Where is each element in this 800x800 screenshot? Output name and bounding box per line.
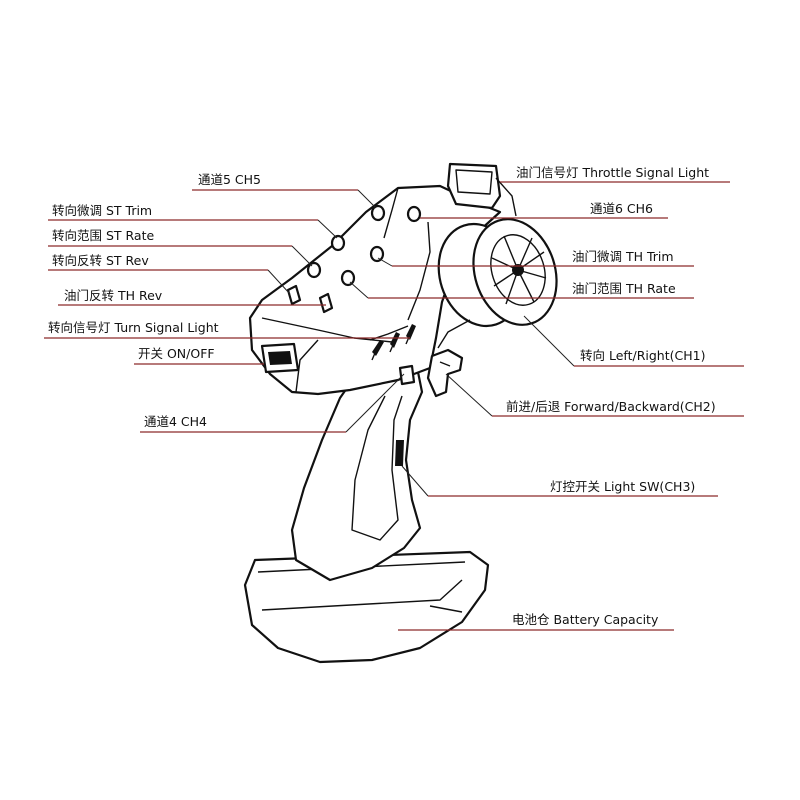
label-th-rev: 油门反转 TH Rev — [64, 288, 163, 303]
label-st-rate: 转向范围 ST Rate — [52, 228, 154, 243]
label-st-trim: 转向微调 ST Trim — [52, 203, 152, 218]
pointer-th-rate — [349, 281, 369, 299]
pointer-st-trim — [317, 219, 338, 239]
ch5-knob — [370, 204, 386, 222]
top-knobs — [286, 204, 422, 314]
label-throttle: 前进/后退 Forward/Backward(CH2) — [506, 399, 716, 414]
label-light-sw: 灯控开关 Light SW(CH3) — [550, 479, 695, 494]
pointer-ch5 — [357, 189, 377, 209]
label-throttle-signal: 油门信号灯 Throttle Signal Light — [516, 165, 709, 180]
pointer-th-trim — [377, 257, 393, 267]
th-rev-switch — [318, 292, 334, 314]
labels: 通道5 CH5 转向微调 ST Trim 转向范围 ST Rate 转向反转 S… — [48, 165, 716, 627]
pointer-steering — [523, 315, 575, 367]
throttle-trigger — [426, 348, 464, 398]
pointer-st-rate — [291, 245, 313, 267]
st-rev-switch — [286, 284, 302, 306]
ch4-switch — [398, 364, 416, 386]
th-rate-knob — [340, 269, 356, 287]
power-switch — [260, 342, 300, 374]
label-turn-signal: 转向信号灯 Turn Signal Light — [48, 320, 219, 335]
label-battery: 电池仓 Battery Capacity — [512, 612, 659, 627]
label-th-rate: 油门范围 TH Rate — [572, 281, 676, 296]
ch6-knob — [406, 205, 422, 223]
pointer-st-rev — [267, 269, 291, 295]
label-ch6: 通道6 CH6 — [590, 201, 653, 216]
st-rate-knob — [306, 261, 322, 279]
pointer-throttle — [445, 373, 493, 417]
pointer-ch4 — [345, 373, 405, 433]
label-ch5: 通道5 CH5 — [198, 172, 261, 187]
st-trim-knob — [330, 234, 346, 252]
label-st-rev: 转向反转 ST Rev — [52, 253, 149, 268]
leader-lines — [44, 181, 744, 631]
label-th-trim: 油门微调 TH Trim — [572, 249, 674, 264]
label-ch4: 通道4 CH4 — [144, 414, 207, 429]
pointer-light-sw — [401, 465, 429, 497]
throttle-signal-light-housing — [446, 162, 517, 217]
label-on-off: 开关 ON/OFF — [138, 346, 215, 361]
th-trim-knob — [369, 245, 385, 263]
label-steering: 转向 Left/Right(CH1) — [580, 348, 705, 363]
handle-grip — [290, 370, 424, 582]
battery-base — [243, 550, 490, 664]
